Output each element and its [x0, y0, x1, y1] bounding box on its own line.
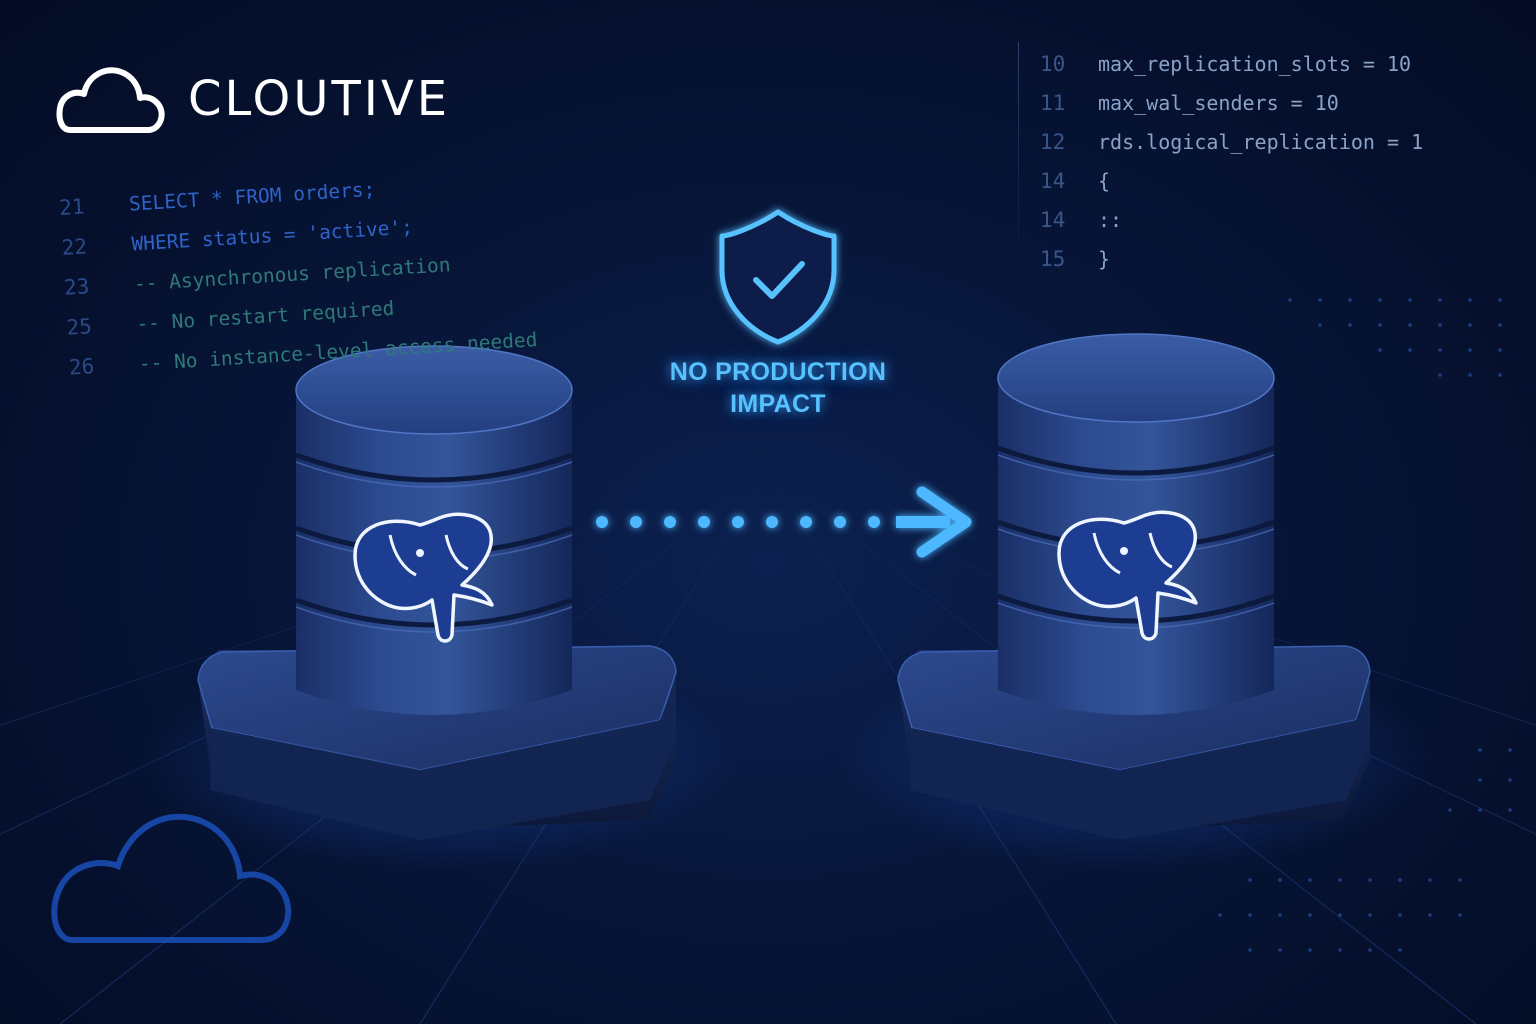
line-number: 26	[68, 354, 95, 380]
code-line: 14 {	[1040, 161, 1423, 200]
code-text: max_replication_slots = 10	[1098, 51, 1412, 76]
line-number: 10	[1040, 51, 1066, 76]
no-production-impact-label: NO PRODUCTION IMPACT	[640, 356, 916, 420]
code-text: rds.logical_replication = 1	[1098, 129, 1424, 154]
brand-logo: CLOUTIVE	[56, 62, 450, 136]
code-line: 11 max_wal_senders = 10	[1040, 83, 1423, 122]
code-text: {	[1098, 168, 1111, 193]
code-text: max_wal_senders = 10	[1098, 90, 1339, 115]
decorative-cloud-icon	[51, 813, 292, 943]
code-line: 10 max_replication_slots = 10	[1040, 44, 1423, 83]
line-number: 25	[65, 314, 93, 340]
line-number: 11	[1040, 90, 1066, 115]
cloud-outline-icon	[56, 67, 165, 133]
target-database	[897, 333, 1371, 840]
code-line: 15 }	[1040, 239, 1423, 278]
line-number: 23	[63, 274, 91, 300]
source-postgresql-elephant-icon	[353, 512, 494, 643]
code-text: }	[1098, 246, 1111, 271]
code-line: 14 ::	[1040, 200, 1423, 239]
line-number: 22	[60, 234, 88, 260]
target-postgresql-elephant-icon	[1057, 510, 1198, 641]
code-divider	[1018, 42, 1019, 264]
shield-check-icon	[719, 209, 837, 345]
line-number: 12	[1040, 129, 1066, 154]
decorative-dot-field	[1218, 298, 1512, 952]
badge-line-2: IMPACT	[730, 390, 826, 418]
badge-line-1: NO PRODUCTION	[669, 358, 887, 386]
config-code-snippet: 10 max_replication_slots = 10 11 max_wal…	[1040, 44, 1423, 278]
dotted-arrow-right-icon	[596, 486, 972, 558]
brand-name: CLOUTIVE	[188, 71, 451, 127]
line-number: 21	[58, 194, 86, 220]
code-line: 12 rds.logical_replication = 1	[1040, 122, 1423, 161]
sql-code-snippet: 21 SELECT * FROM orders; 22 WHERE status…	[58, 159, 539, 387]
line-number: 15	[1040, 246, 1066, 271]
line-number: 14	[1040, 168, 1066, 193]
line-number: 14	[1040, 207, 1066, 232]
code-text: ::	[1098, 207, 1123, 232]
code-text: SELECT * FROM orders;	[128, 177, 376, 216]
